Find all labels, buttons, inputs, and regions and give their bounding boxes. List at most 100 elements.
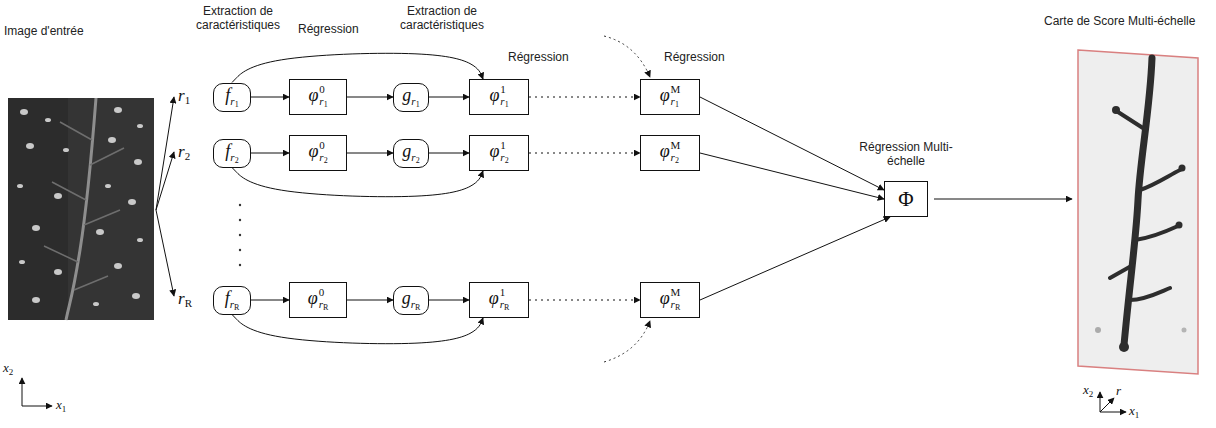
index-stack: 1r1 xyxy=(500,83,508,111)
image-ground xyxy=(8,98,154,320)
glyph: r xyxy=(411,95,415,107)
subscript-text: rR xyxy=(230,298,240,310)
symbol-text: f xyxy=(225,141,230,161)
axis-label: x2 xyxy=(1083,382,1093,402)
index-glyph: R xyxy=(504,303,509,312)
formula: φMrR xyxy=(660,286,681,314)
stage-title: Extraction de caractéristiques xyxy=(188,4,288,32)
leaf-veinlets xyxy=(44,122,124,290)
subscript-text: r2 xyxy=(230,151,238,163)
index-glyph: 2 xyxy=(675,156,679,165)
map-branches xyxy=(1110,112,1180,300)
subscript-text: rR xyxy=(671,298,681,314)
subscript-text: rR xyxy=(500,298,510,314)
multiscale-regressor: Φ xyxy=(884,181,928,217)
regressor-box: φ1rR xyxy=(469,282,529,318)
symbol-text: f xyxy=(225,85,230,105)
score-map xyxy=(1078,50,1198,374)
formula: φMr1 xyxy=(660,83,681,111)
subscript-text: r1 xyxy=(319,95,327,111)
regressor-box: φ0rR xyxy=(289,282,347,318)
image-shade xyxy=(8,98,68,320)
regressor-box: φMr1 xyxy=(640,79,700,115)
feature-extractor: fr1 xyxy=(213,83,251,112)
index-glyph: R xyxy=(185,297,192,309)
image-title: Image d'entrée xyxy=(4,24,84,38)
formula: Φ xyxy=(898,189,913,210)
arrow-connector xyxy=(429,97,469,98)
formula: φ1rR xyxy=(489,286,510,314)
index-glyph: 2 xyxy=(416,156,420,165)
index-stack: MrR xyxy=(671,286,681,314)
axis-label: x2 xyxy=(3,360,13,380)
index-glyph: 2 xyxy=(1089,389,1094,399)
formula: φ1r2 xyxy=(489,139,508,167)
superscript-text: 1 xyxy=(500,286,510,298)
formula: grR xyxy=(402,289,421,312)
axis-label: x1 xyxy=(1129,403,1139,423)
glyph: r xyxy=(178,86,185,105)
glyph: r xyxy=(500,298,504,310)
index-glyph: R xyxy=(234,303,239,312)
superscript-text: 1 xyxy=(500,139,508,151)
glyph: x xyxy=(1129,403,1135,418)
symbol-text: f xyxy=(225,288,230,308)
regressor-box: φ0r1 xyxy=(289,79,347,115)
glyph: r xyxy=(178,289,185,308)
arrow-connector xyxy=(251,97,289,98)
regressor-box: φ1r2 xyxy=(469,135,529,171)
subscript-text: r2 xyxy=(500,151,508,167)
arrow-connector xyxy=(232,168,483,197)
stage-title: Régression Multi-échelle xyxy=(856,140,956,168)
glyph: r xyxy=(500,151,504,163)
index-glyph: 2 xyxy=(324,156,328,165)
subscript-text: r2 xyxy=(411,151,419,163)
subscript-text: rR xyxy=(319,298,329,314)
axis-arrow xyxy=(1100,412,1126,413)
superscript-text: M xyxy=(671,83,681,95)
output-title: Carte de Score Multi-échelle xyxy=(1044,14,1195,28)
index-glyph: 1 xyxy=(1135,410,1140,420)
stage-title: Régression xyxy=(508,50,569,64)
arrow-connector xyxy=(232,53,483,82)
feature-extractor: gr2 xyxy=(393,139,429,168)
symbol-text: φ xyxy=(660,141,670,161)
symbol-text: g xyxy=(402,141,411,161)
symbol-text: φ xyxy=(489,85,499,105)
formula: fr1 xyxy=(225,86,238,109)
map-blob xyxy=(1179,165,1186,172)
formula: φ0rR xyxy=(308,286,329,314)
input-arrows xyxy=(156,97,174,296)
regressor-box: φMrR xyxy=(640,282,700,318)
glyph: r xyxy=(411,151,415,163)
glyph: r xyxy=(178,142,185,161)
axis-label: r xyxy=(1116,383,1121,399)
index-glyph: 2 xyxy=(185,150,191,162)
symbol-text: φ xyxy=(660,288,670,308)
map-blob xyxy=(1095,327,1101,333)
feature-extractor: frR xyxy=(213,286,251,315)
symbol-text: φ xyxy=(308,288,318,308)
formula: φ0r2 xyxy=(308,139,327,167)
index-glyph: 1 xyxy=(505,100,509,109)
index-stack: 0rR xyxy=(319,286,329,314)
glyph: r xyxy=(230,151,234,163)
output-arrow xyxy=(934,199,1072,200)
map-blob xyxy=(1176,222,1183,229)
feature-extractor: gr1 xyxy=(393,83,429,112)
formula: φMr2 xyxy=(660,139,681,167)
map-vein xyxy=(1124,58,1152,345)
glyph: r xyxy=(500,95,504,107)
axes xyxy=(22,378,1126,412)
map-blob xyxy=(1112,106,1120,114)
index-stack: Mr2 xyxy=(671,139,681,167)
index-glyph: 1 xyxy=(185,94,191,106)
scale-arrow xyxy=(156,210,174,296)
dotted-connector xyxy=(529,300,640,301)
axis-arrow xyxy=(1100,398,1114,412)
arrow-connector xyxy=(700,217,890,300)
regressor-box: φ0r2 xyxy=(289,135,347,171)
index-glyph: 2 xyxy=(235,156,239,165)
formula: fr2 xyxy=(225,142,238,165)
